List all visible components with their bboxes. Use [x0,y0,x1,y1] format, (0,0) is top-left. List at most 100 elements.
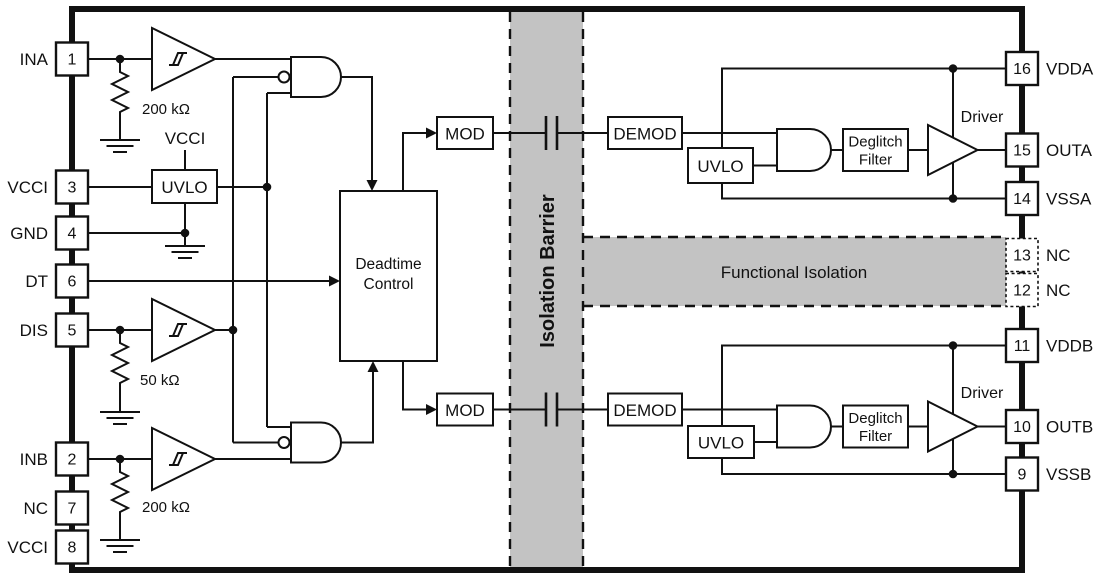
mod-b-label: MOD [445,401,485,420]
junction-dot [948,469,958,479]
pins-left [54,41,90,565]
hysteresis-icon [169,452,187,466]
pin-box-4 [54,215,90,251]
mod-a-block [436,116,494,150]
deglitch-a-label-line2: Filter [859,152,892,169]
mod-b-block [436,392,494,427]
deadtime-label-line1: Deadtime [355,256,421,273]
uvlo-a-label: UVLO [697,157,743,176]
barrier-capacitors [544,116,559,427]
driver-a-label: Driver [961,109,1004,126]
junction-dot [262,182,272,192]
isolation-barrier-borders [508,12,1006,567]
pin-num-8: 8 [68,540,77,557]
block-text: VCCI UVLO Deadtime Control MOD MOD DEMOD… [140,101,1004,516]
pin-box-10 [1004,408,1040,445]
junction-dot [948,341,958,350]
pin-num-14: 14 [1013,191,1031,208]
invert-bubble-icon [277,436,291,449]
demod-b-block [607,392,683,427]
wire-vddb-rail [721,344,1006,426]
pin-box-13 [1005,237,1039,273]
pin-box-16 [1004,50,1040,87]
pin-box-2 [54,441,90,477]
resistor-inb-label: 200 kΩ [142,499,190,516]
and-gate-output-b [776,404,832,449]
deglitch-filter-b-block [842,404,909,449]
demod-b-label: DEMOD [613,401,676,420]
pins-right [1004,50,1040,492]
pin-box-12 [1005,272,1039,308]
wire-deadtime-to-mod-b [402,361,426,411]
wire-vdda-rail [721,67,1006,148]
pin-label-vssb: VSSB [1046,465,1091,484]
pin-label-vddb: VDDB [1046,337,1093,356]
resistor-ina-label: 200 kΩ [142,101,190,118]
pin-label-vcci8: VCCI [7,538,48,557]
isolation-barrier-band [510,12,583,567]
arrows [329,127,437,415]
pin-label-vcci: VCCI [7,178,48,197]
pin-num-5: 5 [68,323,77,340]
ground-icon [100,411,140,425]
arrow-into-mod-a [426,127,437,139]
pin-box-3 [54,169,90,205]
ground-icon [165,245,205,259]
junction-dots [115,54,958,479]
pin-num-16: 16 [1013,61,1031,78]
deadtime-control-block [339,190,438,362]
uvlo-input-block [151,169,218,204]
ground-icon [100,139,140,153]
wire-vssb-rail [721,458,1006,475]
pin-num-1: 1 [68,52,77,69]
schmitt-trigger-inb [151,426,218,492]
hysteresis-icon [169,323,187,337]
pin-box-9 [1004,456,1040,492]
resistor-dis-label: 50 kΩ [140,372,180,389]
junction-dot [115,454,125,464]
wire-vssa-rail [721,183,1006,200]
wires [88,58,1006,540]
arrow-gate-b-into-deadtime [367,361,379,372]
driver-b-label: Driver [961,385,1004,402]
pin-num-13: 13 [1013,248,1031,265]
demod-a-label: DEMOD [613,125,676,144]
resistor-dis [109,330,131,412]
wire-gate-b-to-deadtime [341,371,374,444]
capacitor-a-icon [544,116,559,150]
junction-dot [948,194,958,203]
pin-label-nc7: NC [23,499,48,518]
pin-label-outa: OUTA [1046,141,1093,160]
pin-label-ina: INA [20,50,49,69]
junction-dot [948,64,958,73]
pin-box-8 [54,529,90,565]
demod-a-block [607,116,683,150]
and-gate-input-b [290,421,342,464]
pin-box-7 [54,490,90,526]
driver-b-triangle [927,399,980,454]
pin-box-15 [1004,132,1040,168]
uvlo-a-block [687,147,754,184]
uvlo-input-label: UVLO [161,178,207,197]
wire-gate-a-to-deadtime [341,76,373,181]
uvlo-b-label: UVLO [698,434,744,453]
ground-icon [100,539,140,553]
isolation-barrier-label: Isolation Barrier [537,194,559,348]
functional-isolation-band [583,237,1006,306]
driver-a-triangle [927,123,980,177]
pin-box-14 [1004,180,1040,217]
schmitt-trigger-dis [151,297,218,363]
pin-num-4: 4 [68,226,77,243]
uvlo-b-block [687,425,755,459]
deadtime-label-line2: Control [364,276,414,293]
arrow-dt-into-deadtime [329,275,340,287]
pin-num-15: 15 [1013,143,1031,160]
pin-num-11: 11 [1014,338,1031,355]
pin-label-gnd: GND [10,224,48,243]
vcci-supply-label: VCCI [165,129,206,148]
arrow-gate-a-into-deadtime [366,180,378,191]
pin-label-vdda: VDDA [1046,60,1094,79]
pin-text-right: 16 VDDA 15 OUTA 14 VSSA 13 NC 12 NC 11 V… [1013,60,1094,485]
pin-num-10: 10 [1013,419,1031,436]
